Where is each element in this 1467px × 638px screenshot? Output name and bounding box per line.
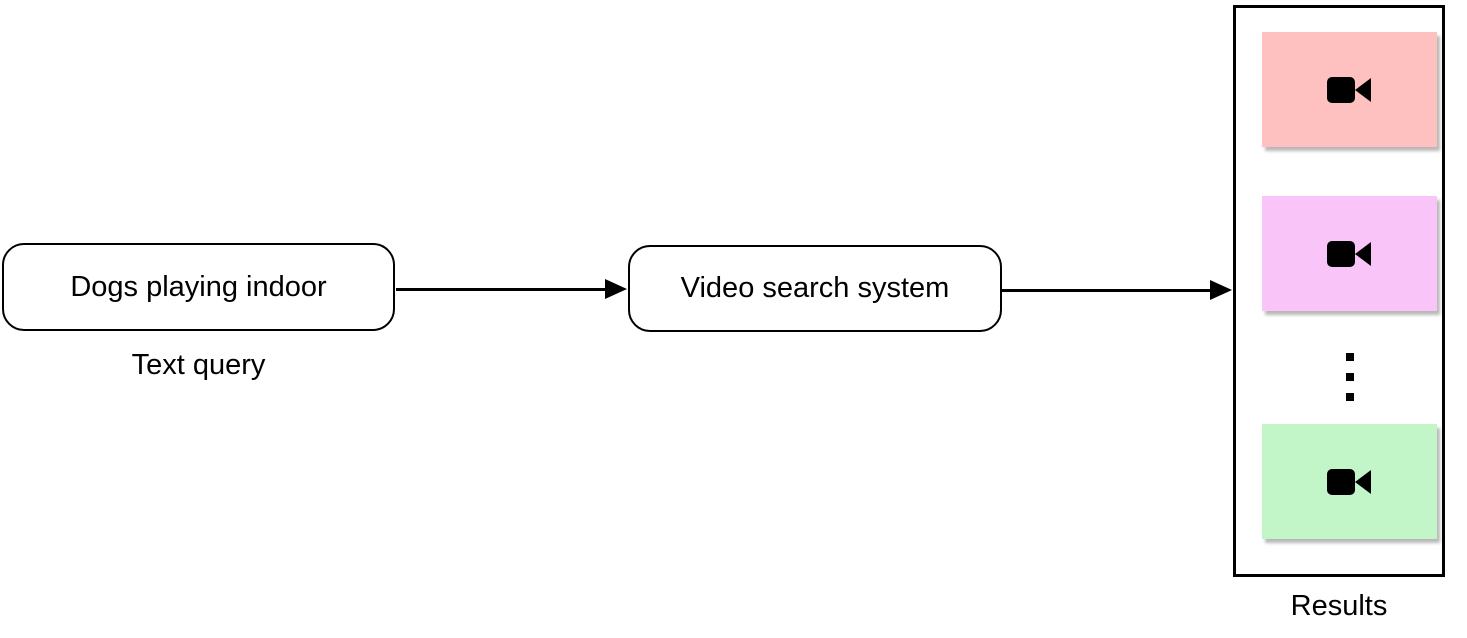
results-panel — [1233, 5, 1445, 577]
ellipsis-dot — [1345, 373, 1354, 381]
video-camera-icon — [1326, 465, 1373, 499]
text-query-caption: Text query — [131, 349, 266, 381]
ellipsis-dot — [1345, 393, 1354, 401]
video-result-thumbnail-2 — [1262, 196, 1437, 311]
video-result-thumbnail-1 — [1262, 32, 1437, 147]
video-camera-icon — [1326, 237, 1373, 271]
video-camera-icon — [1326, 73, 1373, 107]
vertical-ellipsis-icon — [1262, 353, 1437, 401]
video-search-system-box: Video search system — [628, 245, 1002, 332]
results-caption: Results — [1290, 590, 1388, 622]
arrow-line — [396, 288, 608, 291]
video-result-thumbnail-3 — [1262, 424, 1437, 539]
arrow-line — [1001, 289, 1213, 292]
arrow-head-icon — [605, 279, 627, 299]
text-query-box: Dogs playing indoor — [2, 243, 395, 331]
video-search-system-label: Video search system — [680, 272, 950, 304]
text-query-box-label: Dogs playing indoor — [70, 270, 327, 303]
arrow-head-icon — [1210, 280, 1232, 300]
ellipsis-dot — [1345, 353, 1354, 361]
